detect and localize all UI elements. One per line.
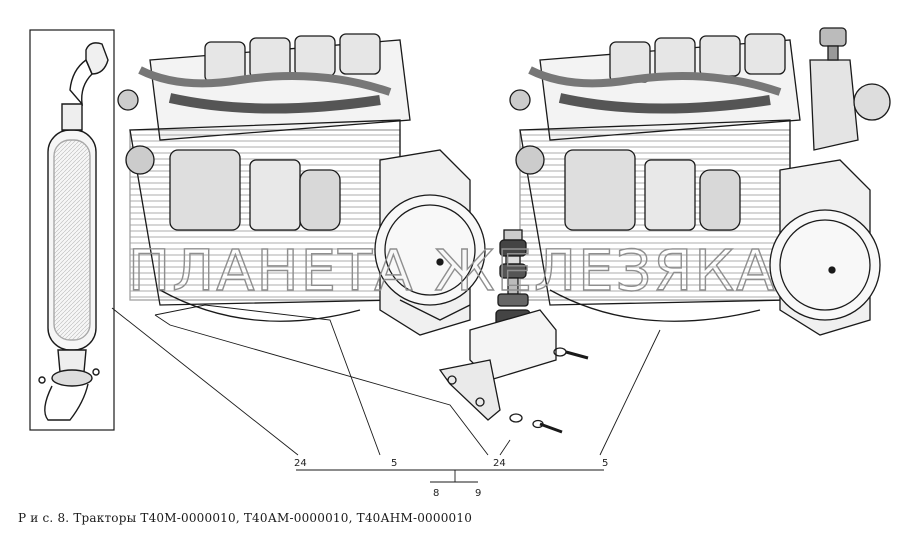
engine-right-drawing <box>509 27 891 336</box>
callout-9: 9 <box>475 488 481 499</box>
callout-8: 8 <box>433 488 439 499</box>
figure-caption: Р и с. 8. Тракторы Т40М-0000010, Т40АМ-0… <box>18 511 473 525</box>
callout-5-left: 5 <box>391 458 397 469</box>
engine-left-drawing <box>117 33 486 336</box>
engine-mount-bracket-drawing <box>438 229 589 434</box>
callout-24-mid: 24 <box>493 458 506 469</box>
watermark-text: ПЛАНЕТА ЖЕЛЕЗЯКА <box>128 239 776 304</box>
leader-lines <box>111 304 661 483</box>
exhaust-muffler-drawing <box>38 42 109 421</box>
callout-5-right: 5 <box>602 458 608 469</box>
muffler-frame <box>29 29 115 431</box>
callout-24-left: 24 <box>294 458 307 469</box>
